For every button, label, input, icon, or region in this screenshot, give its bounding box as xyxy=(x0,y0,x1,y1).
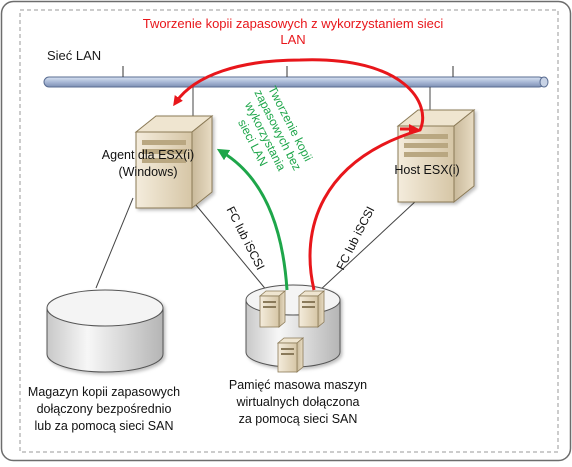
vm-server-icon-3 xyxy=(276,337,305,373)
vm-server-icon-2 xyxy=(297,290,326,328)
lan-bus xyxy=(43,66,549,88)
vm-storage-label-line3: za pomocą sieci SAN xyxy=(239,412,358,426)
backup-storage-label-line3: lub za pomocą sieci SAN xyxy=(35,419,174,433)
backup-storage-label-line1: Magazyn kopii zapasowych xyxy=(28,385,180,399)
diagram-title-line2: LAN xyxy=(280,32,305,47)
agent-server-icon xyxy=(134,114,214,210)
agent-label-line2: (Windows) xyxy=(118,165,177,179)
lanfree-backup-arrow xyxy=(216,148,289,291)
host-vmstore-link xyxy=(317,199,418,293)
vm-storage-label-line1: Pamięć masowa maszyn xyxy=(229,378,367,392)
lan-label: Sieć LAN xyxy=(47,48,101,63)
diagram-title-line1: Tworzenie kopii zapasowych z wykorzystan… xyxy=(143,16,444,31)
vm-server-icon-1 xyxy=(258,290,287,328)
agent-backup-link xyxy=(95,197,134,289)
dashed-border xyxy=(19,9,559,453)
vm-storage-label-line2: wirtualnych dołączona xyxy=(236,395,360,409)
host-label: Host ESX(i) xyxy=(394,163,459,177)
host-server-icon xyxy=(396,108,476,204)
lanfree-label: Tworzenie kopii zapasowych bez wykorzyst… xyxy=(235,84,315,174)
lan-backup-arrow xyxy=(173,58,425,291)
backup-storage-icon xyxy=(46,289,164,373)
backup-storage-label-line2: dołączony bezpośrednio xyxy=(37,402,172,416)
agent-vmstore-link xyxy=(195,204,269,293)
agent-label-line1: Agent dla ESX(i) xyxy=(102,148,194,162)
